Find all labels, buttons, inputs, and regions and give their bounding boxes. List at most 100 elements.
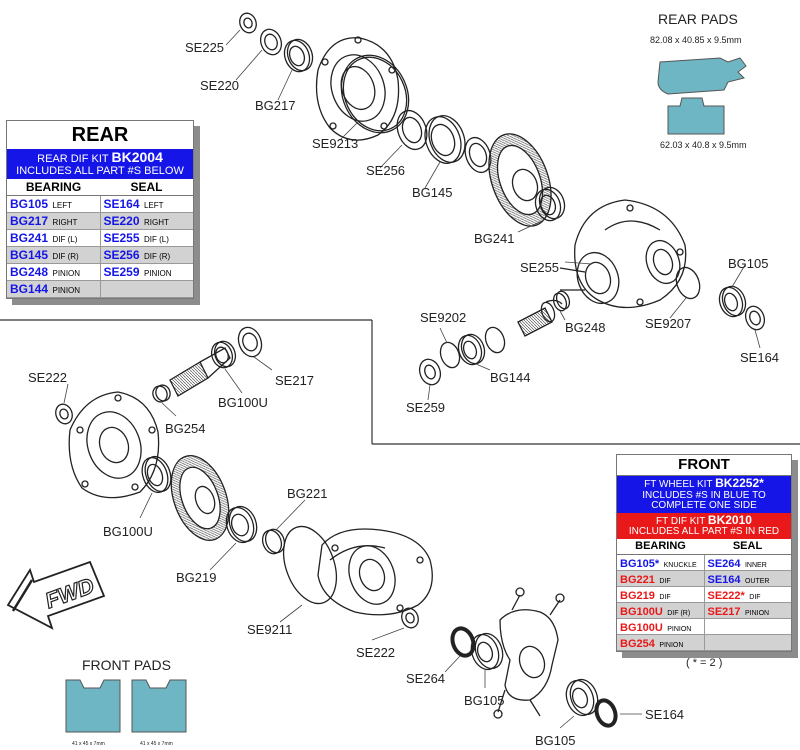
label-se225: SE225 — [185, 40, 224, 55]
seal-cell: SE217 PINION — [703, 602, 792, 618]
seal-part-number: SE217 — [707, 605, 741, 618]
wheel-kit-note-1: INCLUDES #S IN BLUE TO — [642, 489, 766, 501]
front-pad-dim-1: 41 x 45 x 7mm — [72, 741, 105, 747]
seal-cell: SE220 RIGHT — [99, 213, 194, 230]
label-se9213: SE9213 — [312, 136, 358, 151]
part-bg217 — [283, 38, 314, 73]
bearing-location: DIF (L) — [52, 235, 78, 245]
part-bg241 — [534, 186, 566, 222]
part-rear-cover — [315, 36, 400, 141]
label-bg254: BG254 — [165, 421, 205, 436]
part-rear-dif-seal — [464, 136, 492, 174]
seal-location: RIGHT — [143, 218, 169, 228]
rear-pad-1 — [657, 57, 747, 95]
part-rear-pinion — [517, 299, 563, 337]
rear-pads-title: REAR PADS — [658, 11, 738, 27]
front-col-seal: SEAL — [732, 539, 763, 552]
bearing-cell: BG217 RIGHT — [7, 213, 100, 229]
seal-location: DIF — [749, 593, 761, 601]
label-se255: SE255 — [520, 260, 559, 275]
front-pad-2 — [131, 679, 187, 733]
part-bg254 — [152, 384, 171, 403]
seal-part-number: SE264 — [707, 557, 741, 570]
bearing-cell: BG144 PINION — [7, 281, 100, 297]
rear-kit-includes: INCLUDES ALL PART #S BELOW — [16, 164, 184, 177]
dif-kit-note: INCLUDES ALL PART #S IN RED — [628, 526, 780, 537]
part-bg145 — [424, 115, 466, 164]
seal-part-number: SE164 — [707, 573, 741, 586]
bearing-location: DIF — [659, 593, 671, 601]
kit-row: BG241 DIF (L)SE255 DIF (L) — [7, 230, 193, 248]
kit-row: BG145 DIF (R)SE256 DIF (R) — [7, 247, 193, 265]
rear-pad-2 — [667, 97, 725, 135]
bearing-location: LEFT — [52, 201, 73, 211]
bearing-cell: BG248 PINION — [7, 264, 100, 280]
dif-kit-prefix: FT DIF KIT — [656, 515, 708, 527]
bearing-location: PINION — [52, 269, 81, 279]
quantity-footnote: ( * = 2 ) — [686, 657, 723, 669]
bearing-cell: BG254 PINION — [617, 635, 704, 650]
wheel-kit-prefix: FT WHEEL KIT — [644, 479, 716, 490]
part-se164-rear — [744, 305, 766, 331]
seal-cell: SE222* DIF — [703, 586, 792, 602]
part-bg100u-left — [141, 455, 172, 494]
bearing-cell: BG100U PINION — [617, 619, 704, 634]
part-front-ring-gear — [170, 455, 230, 541]
seal-cell: SE259 PINION — [99, 264, 194, 281]
part-se9211 — [282, 525, 338, 605]
bearing-cell: BG100U DIF (R) — [617, 603, 704, 618]
label-se220: SE220 — [200, 78, 239, 93]
leader-lines — [63, 29, 761, 729]
rear-col-bearing: BEARING — [25, 180, 82, 195]
front-pad-1 — [65, 679, 121, 733]
bearing-part-number: BG241 — [10, 231, 49, 246]
bearing-part-number: BG105 — [10, 197, 49, 212]
kit-row: BG100U DIF (R)SE217 PINION — [617, 602, 792, 619]
bearing-location: DIF — [659, 577, 671, 585]
bearing-part-number: BG145 — [10, 248, 49, 263]
front-wheel-kit-banner: FT WHEEL KIT BK2252* INCLUDES #S IN BLUE… — [617, 476, 791, 513]
label-bg100u-left: BG100U — [103, 524, 153, 539]
kit-row: BG254 PINION — [617, 634, 792, 651]
part-front-housing — [317, 528, 433, 616]
part-bg144 — [457, 333, 486, 366]
bearing-cell: BG221 DIF — [617, 571, 704, 586]
seal-part-number: SE164 — [103, 197, 140, 212]
front-col-bearing: BEARING — [635, 539, 686, 552]
part-se222-left — [55, 403, 73, 425]
rear-pad-dim-2: 62.03 x 40.8 x 9.5mm — [660, 140, 747, 150]
label-bg144: BG144 — [490, 370, 530, 385]
part-rear-housing — [559, 199, 687, 309]
bearing-part-number: BG100U — [620, 605, 663, 618]
part-labels: SE225 SE220 BG217 SE9213 SE256 BG145 BG2… — [28, 40, 779, 748]
bearing-location: PINION — [659, 641, 684, 649]
front-kit-title: FRONT — [617, 455, 791, 476]
bearing-part-number: BG248 — [10, 265, 49, 280]
kit-row: BG144 PINION — [7, 281, 193, 299]
bearing-cell: BG145 DIF (R) — [7, 247, 100, 263]
bearing-part-number: BG219 — [620, 589, 655, 602]
seal-part-number: SE259 — [103, 265, 140, 280]
part-se222-bottom — [401, 607, 419, 629]
part-se9207 — [675, 266, 701, 300]
label-se259: SE259 — [406, 400, 445, 415]
part-se217 — [237, 326, 263, 358]
part-front-cover — [68, 391, 160, 499]
label-bg219: BG219 — [176, 570, 216, 585]
part-se256 — [396, 109, 428, 151]
rear-kit-number: BK2004 — [111, 149, 163, 165]
part-se225 — [239, 12, 257, 34]
seal-cell — [703, 634, 792, 650]
wheel-kit-number: BK2252* — [715, 476, 764, 490]
bearing-part-number: BG221 — [620, 573, 655, 586]
part-bg100u-top — [210, 340, 237, 369]
seal-location: PINION — [143, 269, 172, 279]
part-bg105-bottom — [565, 678, 599, 717]
label-bg105-bottom: BG105 — [535, 733, 575, 748]
rear-pad-dim-1: 82.08 x 40.85 x 9.5mm — [650, 35, 742, 45]
bearing-location: PINION — [667, 625, 692, 633]
label-bg105-rear: BG105 — [728, 256, 768, 271]
fwd-arrow-icon: FWD — [6, 560, 106, 630]
